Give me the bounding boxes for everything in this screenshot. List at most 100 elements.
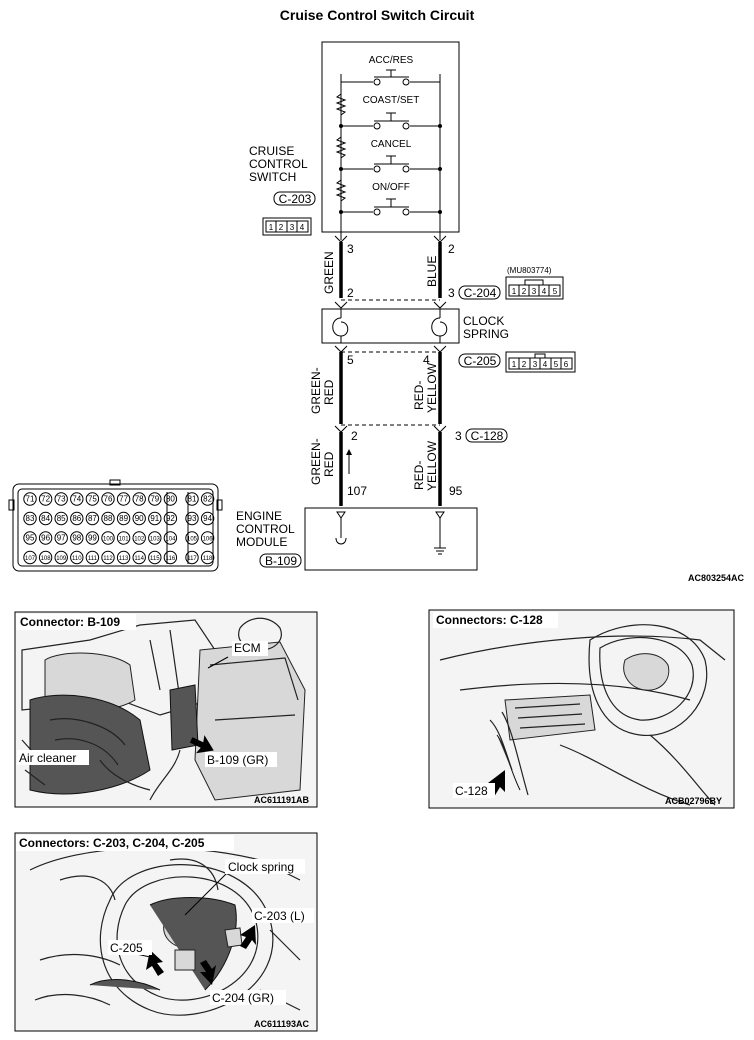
ecm-box (304, 507, 478, 571)
ecm-pin-label: 98 (72, 534, 81, 543)
ecm-pin (85, 531, 100, 545)
photo-b109-callout: B-109 (GR) (207, 753, 268, 767)
ecm-pin-label: 118 (203, 556, 213, 562)
ecm-pin (132, 531, 146, 545)
wire-color-blue: BLUE (425, 256, 439, 287)
ecm-pin-label: 100 (103, 537, 114, 543)
c205-pin: 6 (564, 360, 569, 369)
cruise-switch-box: ACC/RES COAST/SET CANCEL (321, 41, 460, 240)
ecm-pin-label: 113 (119, 556, 129, 562)
ecm-pin (200, 511, 215, 526)
connector-tag-c205: C-205 (458, 353, 501, 368)
ecm-pin-label: 89 (119, 514, 128, 523)
wire-color-green-red-mid-1: GREEN- (309, 367, 323, 414)
pin-c203-left: 3 (347, 242, 354, 256)
ecm-pin-label: 90 (135, 514, 144, 523)
ecm-pin (200, 492, 215, 506)
ecm-pin-label: 81 (188, 495, 197, 504)
photo-c128-title: Connectors: C-128 (436, 613, 543, 627)
ecm-pin-label: 108 (41, 556, 52, 562)
ecm-pin (23, 511, 37, 526)
c205-pin: 3 (533, 360, 538, 369)
ecm-pin-label: 99 (88, 534, 97, 543)
clock-spring-label-line-2: SPRING (463, 327, 509, 341)
ecm-pin (163, 531, 178, 545)
connector-c205-pinout: 1 2 3 4 5 6 (505, 351, 576, 373)
ecm-pin (70, 550, 84, 565)
ecm-pin-label: 71 (26, 495, 35, 504)
ecm-pin-label: 92 (166, 514, 175, 523)
photo-c128-callout: C-128 (455, 784, 488, 798)
ecm-pin (148, 531, 162, 545)
switch-label-on-off: ON/OFF (372, 182, 410, 193)
ecm-pin-label: 103 (150, 537, 161, 543)
ecm-pin-label: 84 (41, 514, 50, 523)
ecm-pin (23, 550, 37, 565)
photo-b109-air-cleaner: Air cleaner (19, 751, 76, 765)
ecm-pin (101, 531, 115, 545)
ecm-pin-label: 104 (165, 537, 176, 543)
connector-tag-c203-text: C-203 (279, 192, 312, 206)
ecm-pin (148, 511, 162, 526)
ecm-pin-label: 107 (25, 556, 36, 562)
ecm-pin-label: 114 (134, 556, 144, 562)
ecm-pin-label: 88 (104, 514, 113, 523)
ecm-pin (54, 511, 68, 526)
ecm-pin-label: 101 (119, 537, 130, 543)
ecm-pin-label: 83 (26, 514, 35, 523)
photo-panel-b109: Connector: B-109 ECM Air cleaner B-109 (… (14, 611, 318, 808)
photo-c203-c204: C-204 (GR) (212, 991, 274, 1005)
cruise-switch-label: CRUISE CONTROL SWITCH (249, 144, 308, 184)
wire-color-red-yellow-mid-2: YELLOW (425, 362, 439, 413)
c203-pin: 4 (300, 223, 305, 232)
ecm-label-line-2: CONTROL (236, 522, 295, 536)
resistor-2 (335, 130, 347, 169)
ecm-pin (38, 531, 53, 545)
ecm-pin-label: 80 (166, 495, 175, 504)
c204-pin: 4 (542, 287, 547, 296)
cruise-switch-label-line-1: CRUISE (249, 144, 294, 158)
connector-tag-c204: C-204 (458, 285, 501, 300)
connector-tag-c203: C-203 (273, 191, 316, 206)
clock-spring-label-line-1: CLOCK (463, 314, 504, 328)
ecm-pin-label: 86 (72, 514, 81, 523)
ecm-label-line-1: ENGINE (236, 509, 282, 523)
ecm-pin-label: 94 (203, 514, 212, 523)
photo-b109-code: AC611191AB (254, 795, 310, 805)
ecm-pin (54, 550, 68, 565)
ecm-pin (163, 550, 178, 565)
connector-tag-c128-text: C-128 (471, 429, 504, 443)
ecm-pin (132, 550, 146, 565)
switch-coast-set: COAST/SET (339, 95, 442, 130)
ecm-pin-label: 117 (187, 556, 197, 562)
ecm-pin (200, 550, 215, 565)
ecm-pin (23, 492, 37, 506)
ecm-pin (148, 492, 162, 506)
ecm-pin-label: 97 (57, 534, 66, 543)
pin-c204-right: 3 (448, 286, 455, 300)
c204-pin: 1 (512, 287, 517, 296)
connector-c204-pinout: 1 2 3 4 5 (505, 276, 564, 300)
ecm-pin (70, 492, 84, 506)
photo-c203-code: AC611193AC (254, 1019, 310, 1029)
connector-tag-c128: C-128 (465, 428, 508, 443)
pin-c128-right: 3 (455, 429, 462, 443)
ecm-pin (38, 511, 53, 526)
switch-label-coast-set: COAST/SET (363, 95, 420, 106)
ecm-pin (116, 511, 131, 526)
c205-pin: 4 (543, 360, 548, 369)
ecm-pin-label: 102 (134, 537, 145, 543)
ecm-pin-label: 105 (187, 537, 198, 543)
pin-ecm-right: 95 (449, 484, 463, 498)
c205-pin: 5 (554, 360, 559, 369)
ecm-pin-label: 106 (203, 537, 214, 543)
c204-pin: 5 (553, 287, 558, 296)
ecm-pin-label: 110 (72, 556, 82, 562)
ecm-pin-label: 87 (88, 514, 97, 523)
ecm-pin-label: 111 (88, 556, 98, 562)
photo-c203-clock-spring: Clock spring (228, 860, 294, 874)
ecm-pin-label: 91 (150, 514, 159, 523)
ecm-pin-label: 74 (72, 495, 81, 504)
ecm-pin (132, 511, 146, 526)
ecm-pin-label: 75 (88, 495, 97, 504)
